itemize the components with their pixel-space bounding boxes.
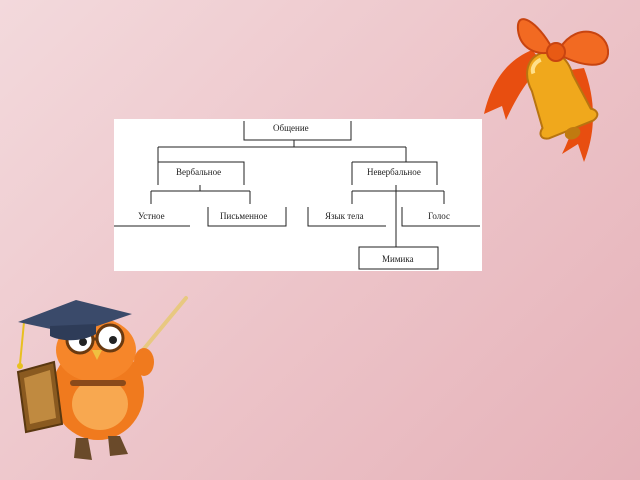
bow-loop-left [516, 18, 553, 54]
node-facial-expression: Мимика [382, 254, 414, 264]
verbal-bracket [157, 161, 245, 185]
node-oral: Устное [138, 211, 165, 221]
bell-body [526, 50, 599, 140]
root-bracket [243, 121, 352, 141]
node-verbal: Вербальное [176, 167, 222, 177]
node-nonverbal: Невербальное [367, 167, 421, 177]
owl-icon [16, 296, 188, 460]
graduation-cap [18, 300, 132, 334]
bell-icon [484, 18, 610, 162]
node-voice: Голос [428, 211, 451, 221]
written-bracket [207, 207, 287, 227]
voice-line [401, 207, 480, 227]
facial-expression-box [358, 246, 439, 270]
node-root: Общение [273, 123, 309, 133]
diagram-connectors [114, 121, 480, 270]
node-written: Письменное [220, 211, 268, 221]
nonverbal-bracket [351, 161, 438, 185]
communication-diagram: Общение Вербальное Невербальное Устное П… [114, 119, 482, 271]
bow-loop-right [558, 30, 610, 66]
node-body-language: Язык тела [325, 211, 364, 221]
body-language-line [307, 207, 386, 227]
bow-knot [546, 42, 566, 62]
pointer-stick [136, 296, 188, 358]
